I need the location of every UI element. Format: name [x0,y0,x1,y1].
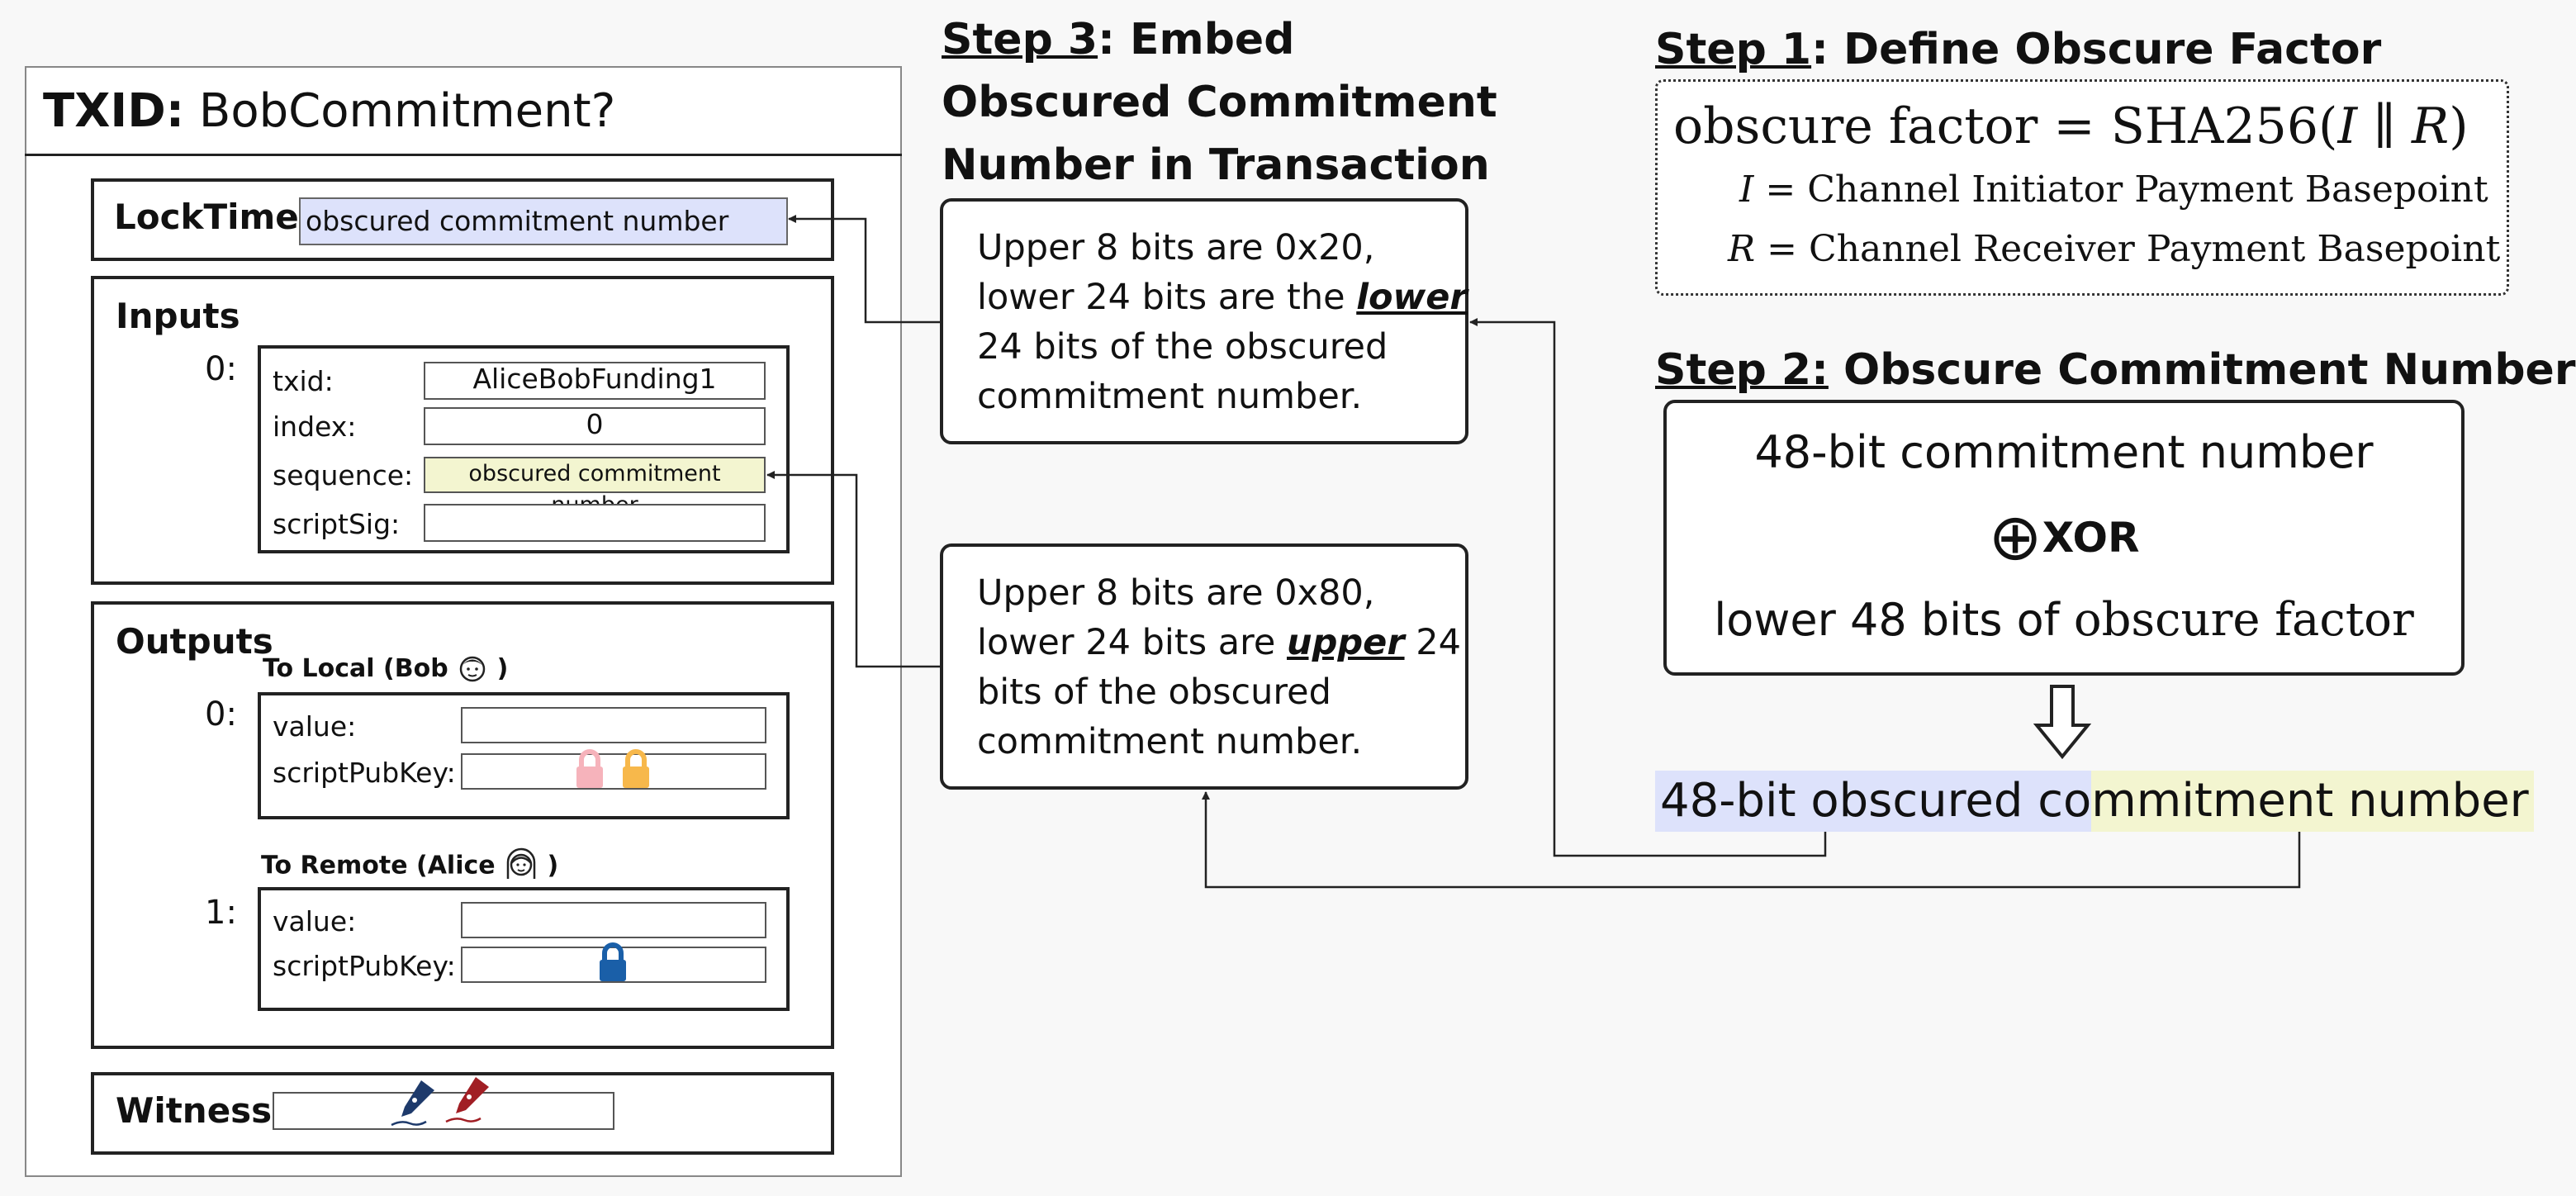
input-txid-field: AliceBobFunding1 [424,362,766,400]
step3-lower-box [940,198,1468,444]
step2-title: Step 2: Obscure Commitment Number [1655,339,2575,401]
step2-box [1663,400,2465,676]
step1-title: Step 1: Define Obscure Factor [1655,18,2381,81]
arrow-result-to-lower-box [1469,318,1827,857]
outputs-label: Outputs [116,621,273,662]
step1-formula: obscure factor = SHA256(I ∥ R) [1673,97,2469,155]
input-txid-label: txid: [273,365,334,397]
xor-icon: ⊕ [1988,501,2042,575]
step3-upper-line3: bits of the obscured [977,672,1331,713]
fountain-pen-navy-icon [391,1080,434,1127]
out1-title-close: ) [547,851,559,880]
step2-title-rest: Obscure Commitment Number [1828,345,2576,395]
step3-lower-line1: Upper 8 bits are 0x20, [977,227,1375,268]
def-r-var: R [1728,228,1756,270]
input-sequence-label: sequence: [273,459,414,491]
formula-close: ) [2449,97,2469,155]
out0-title-close: ) [496,654,509,683]
step3-title-rest: : Embed [1098,15,1295,64]
step3-lower-text: Upper 8 bits are 0x20, lower 24 bits are… [977,223,1468,421]
arrow-result-to-upper-box [1202,791,2301,889]
step3-title: Step 3: Embed Obscured Commitment Number… [942,8,1497,197]
txid-divider [25,154,902,156]
step3-upper-line4: commitment number. [977,721,1363,762]
locktime-field: obscured commitment number [299,197,788,245]
step2-title-underlined: Step 2: [1655,345,1829,395]
out0-title: To Local (Bob ) [263,654,508,683]
step3-lower-line4: commitment number. [977,376,1363,417]
formula-i: I [2337,97,2358,155]
input-index: 0: [205,350,237,388]
def-i-var: I [1739,168,1754,211]
step2-line3-serif: obscure factor [2073,593,2414,647]
input-index-label: index: [273,411,357,443]
step3-upper-box [940,543,1468,790]
out0-value-label: value: [273,710,357,743]
witness-label: Witness [116,1090,273,1131]
step3-upper-line2-post: 24 [1404,622,1461,663]
out1-title: To Remote (Alice ) [261,847,559,882]
out1-scriptpubkey-label: scriptPubKey: [273,950,456,982]
xor-label: XOR [2042,514,2140,562]
formula-r: R [2412,97,2450,155]
inputs-label: Inputs [116,296,240,336]
lock-blue-icon [600,942,626,981]
step1-title-underlined: Step 1 [1655,25,1812,74]
out1-value-label: value: [273,905,357,937]
result-yellow: mmitment number [2091,771,2534,832]
out0-scriptpubkey-label: scriptPubKey: [273,757,456,789]
out1-title-text: To Remote (Alice [261,851,496,880]
step2-line3: lower 48 bits of obscure factor [1663,593,2465,647]
txid-value: BobCommitment? [198,84,616,138]
step3-upper-text: Upper 8 bits are 0x80, lower 24 bits are… [977,568,1461,766]
out1-index: 1: [205,894,237,932]
step3-title-line2: Obscured Commitment [942,78,1497,127]
step1-formula-box [1655,79,2509,296]
locktime-label: LockTime [114,197,299,237]
step3-title-underlined: Step 3 [942,15,1098,64]
step2-line3-pre: lower 48 bits of [1714,594,2074,646]
result-blue: 48-bit obscured co [1655,771,2092,832]
formula-concat: ∥ [2357,97,2412,155]
step1-def-i: I = Channel Initiator Payment Basepoint [1739,168,2488,211]
input-index-field: 0 [424,407,766,445]
out0-index: 0: [205,695,237,733]
step3-lower-emphasis: lower [1356,277,1468,318]
step2-line1: 48-bit commitment number [1754,426,2374,478]
out1-value-field [461,902,766,938]
input-scriptsig-label: scriptSig: [273,508,401,540]
witness-field [273,1092,614,1130]
xor-row: ⊕XOR [1663,501,2465,575]
step3-lower-line2-pre: lower 24 bits are the [977,277,1357,318]
def-i-text: = Channel Initiator Payment Basepoint [1753,168,2488,211]
lock-pink-icon [576,749,603,788]
step3-upper-line2-pre: lower 24 bits are [977,622,1287,663]
txid-label: TXID: [43,84,185,138]
out0-title-text: To Local (Bob [263,654,448,683]
step3-title-line3: Number in Transaction [942,140,1490,190]
step3-lower-line3: 24 bits of the obscured [977,326,1388,368]
bob-face-icon [459,656,486,681]
lock-orange-icon [623,749,649,788]
step3-upper-emphasis: upper [1287,622,1405,663]
out0-value-field [461,707,766,743]
result-number: 48-bit obscured commitment number [1655,771,2534,832]
down-arrow-icon [2033,685,2091,760]
fountain-pen-red-icon [445,1077,489,1123]
step3-upper-line1: Upper 8 bits are 0x80, [977,572,1375,614]
formula-lhs: obscure factor = SHA256( [1673,97,2338,155]
step1-def-r: R = Channel Receiver Payment Basepoint [1728,228,2500,270]
alice-face-icon [506,847,536,879]
out0-scriptpubkey-field [461,753,766,790]
arrow-step3-to-locktime [788,215,940,324]
step1-title-rest: : Define Obscure Factor [1811,25,2382,74]
arrow-step3-to-sequence [766,471,940,668]
txid-title: TXID: BobCommitment? [43,83,615,140]
input-scriptsig-field [424,504,766,542]
def-r-text: = Channel Receiver Payment Basepoint [1755,228,2501,270]
